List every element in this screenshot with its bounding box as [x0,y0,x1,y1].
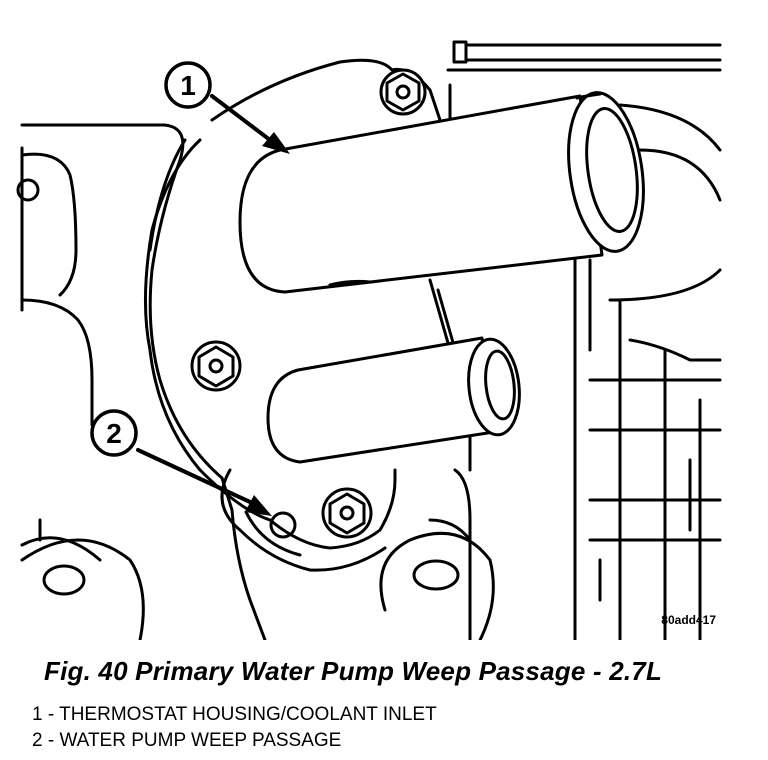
legend-item-2: 2 - WATER PUMP WEEP PASSAGE [32,730,342,751]
bolt-top [379,68,427,116]
legend-item-1: 1 - THERMOSTAT HOUSING/COOLANT INLET [32,704,437,725]
callout-1: 1 [164,61,212,109]
bolt-bottom [321,487,373,539]
outlet-tube [266,336,521,464]
figure-caption: Fig. 40 Primary Water Pump Weep Passage … [44,656,663,686]
figure-legend: 1 - THERMOSTAT HOUSING/COOLANT INLET 2 -… [32,702,437,754]
weep-passage-hole [269,511,297,539]
callout-1-number: 1 [180,70,196,101]
engine-line-drawing: 1 2 80add417 [16,40,722,640]
callout-2-number: 2 [106,418,122,449]
leader-arrow-1 [210,94,290,154]
bolt-middle [190,340,242,392]
boss-center [379,531,495,640]
image-id-label: 80add417 [661,613,716,627]
leader-arrow-2 [136,448,272,516]
housing-flange [143,58,442,572]
callout-2: 2 [90,409,138,457]
boss-left [20,538,145,640]
coolant-inlet-tube [238,91,645,294]
